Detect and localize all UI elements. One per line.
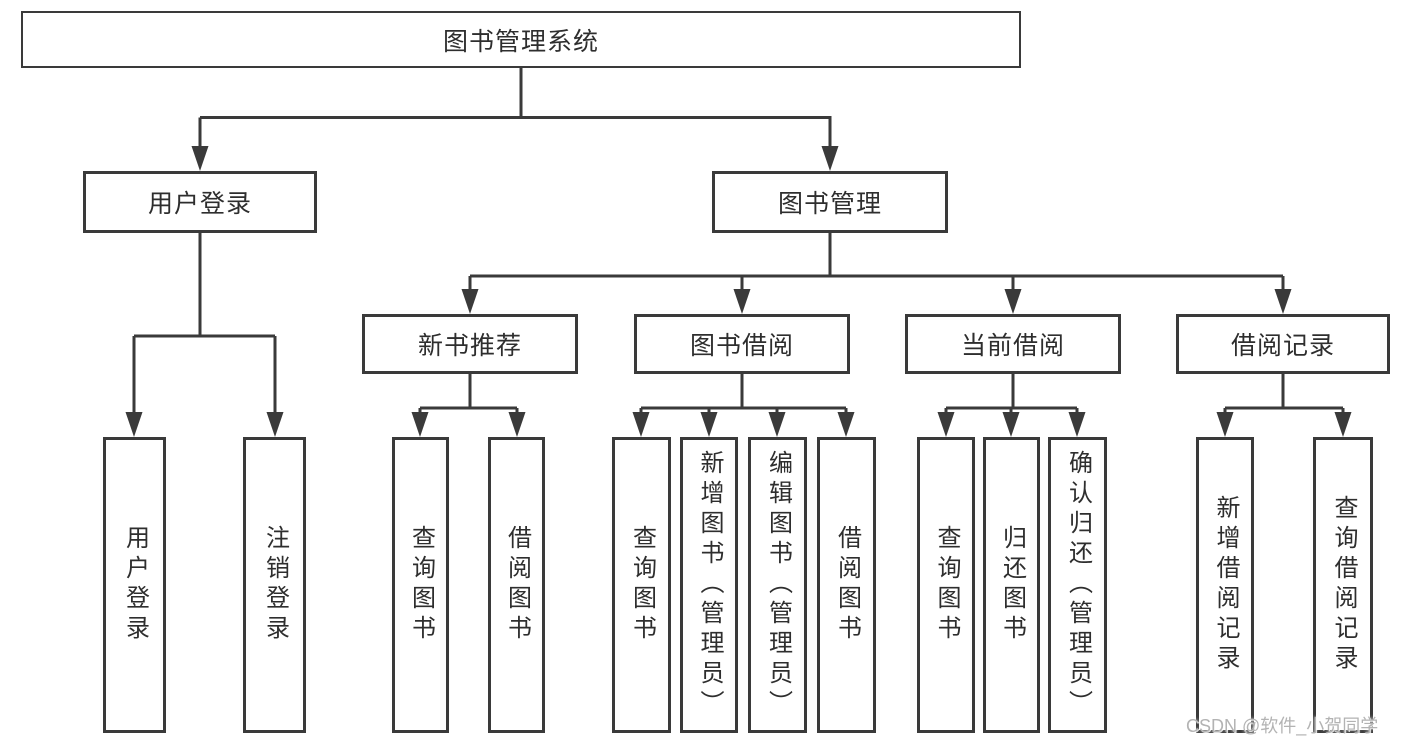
edge-borrow-records-to-leaves	[1216, 374, 1352, 437]
edge-book-borrow-to-leaves	[632, 374, 855, 437]
leaf-bb-query-books-label: 查询图书	[628, 525, 656, 645]
node-borrow-records: 借阅记录	[1176, 314, 1390, 374]
leaf-cb-confirm-return-admin-label: 确认归还（管理员）	[1064, 450, 1092, 720]
node-root: 图书管理系统	[21, 11, 1021, 68]
leaf-cb-query-books-label: 查询图书	[933, 525, 960, 645]
node-user-login: 用户登录	[83, 171, 317, 233]
node-book-management: 图书管理	[712, 171, 948, 233]
edge-new-book-recommend-to-leaves	[411, 374, 526, 437]
node-current-borrow: 当前借阅	[905, 314, 1121, 374]
leaf-logout: 注销登录	[243, 437, 306, 733]
leaf-bb-add-books-admin-label: 新增图书（管理员）	[696, 450, 723, 720]
leaf-nbr-query-books: 查询图书	[392, 437, 449, 733]
leaf-br-query-borrow-record-label: 查询借阅记录	[1330, 495, 1357, 675]
leaf-br-add-borrow-record: 新增借阅记录	[1196, 437, 1254, 733]
leaf-bb-borrow-books-label: 借阅图书	[833, 525, 861, 645]
leaf-nbr-query-books-label: 查询图书	[407, 525, 435, 645]
leaf-bb-edit-books-admin: 编辑图书（管理员）	[748, 437, 807, 733]
leaf-user-login-label: 用户登录	[121, 525, 149, 645]
leaf-cb-return-books: 归还图书	[983, 437, 1040, 733]
leaf-nbr-borrow-books-label: 借阅图书	[503, 525, 531, 645]
leaf-br-query-borrow-record: 查询借阅记录	[1313, 437, 1373, 733]
leaf-bb-query-books: 查询图书	[612, 437, 671, 733]
csdn-watermark: CSDN @软件_小贺同学	[1186, 716, 1379, 736]
leaf-cb-confirm-return-admin: 确认归还（管理员）	[1048, 437, 1107, 733]
node-new-book-recommend: 新书推荐	[362, 314, 578, 374]
leaf-bb-edit-books-admin-label: 编辑图书（管理员）	[764, 450, 792, 720]
node-book-borrow: 图书借阅	[634, 314, 850, 374]
leaf-bb-add-books-admin: 新增图书（管理员）	[680, 437, 738, 733]
edge-book-management-to-level3	[461, 233, 1292, 314]
leaf-logout-label: 注销登录	[261, 525, 289, 645]
edge-root-to-level2	[191, 68, 839, 171]
leaf-br-add-borrow-record-label: 新增借阅记录	[1212, 495, 1239, 675]
leaf-cb-return-books-label: 归还图书	[998, 525, 1026, 645]
leaf-nbr-borrow-books: 借阅图书	[488, 437, 545, 733]
leaf-user-login: 用户登录	[103, 437, 166, 733]
edge-user-login-to-leaves	[125, 233, 284, 437]
leaf-bb-borrow-books: 借阅图书	[817, 437, 876, 733]
edge-current-borrow-to-leaves	[937, 374, 1086, 437]
leaf-cb-query-books: 查询图书	[917, 437, 975, 733]
